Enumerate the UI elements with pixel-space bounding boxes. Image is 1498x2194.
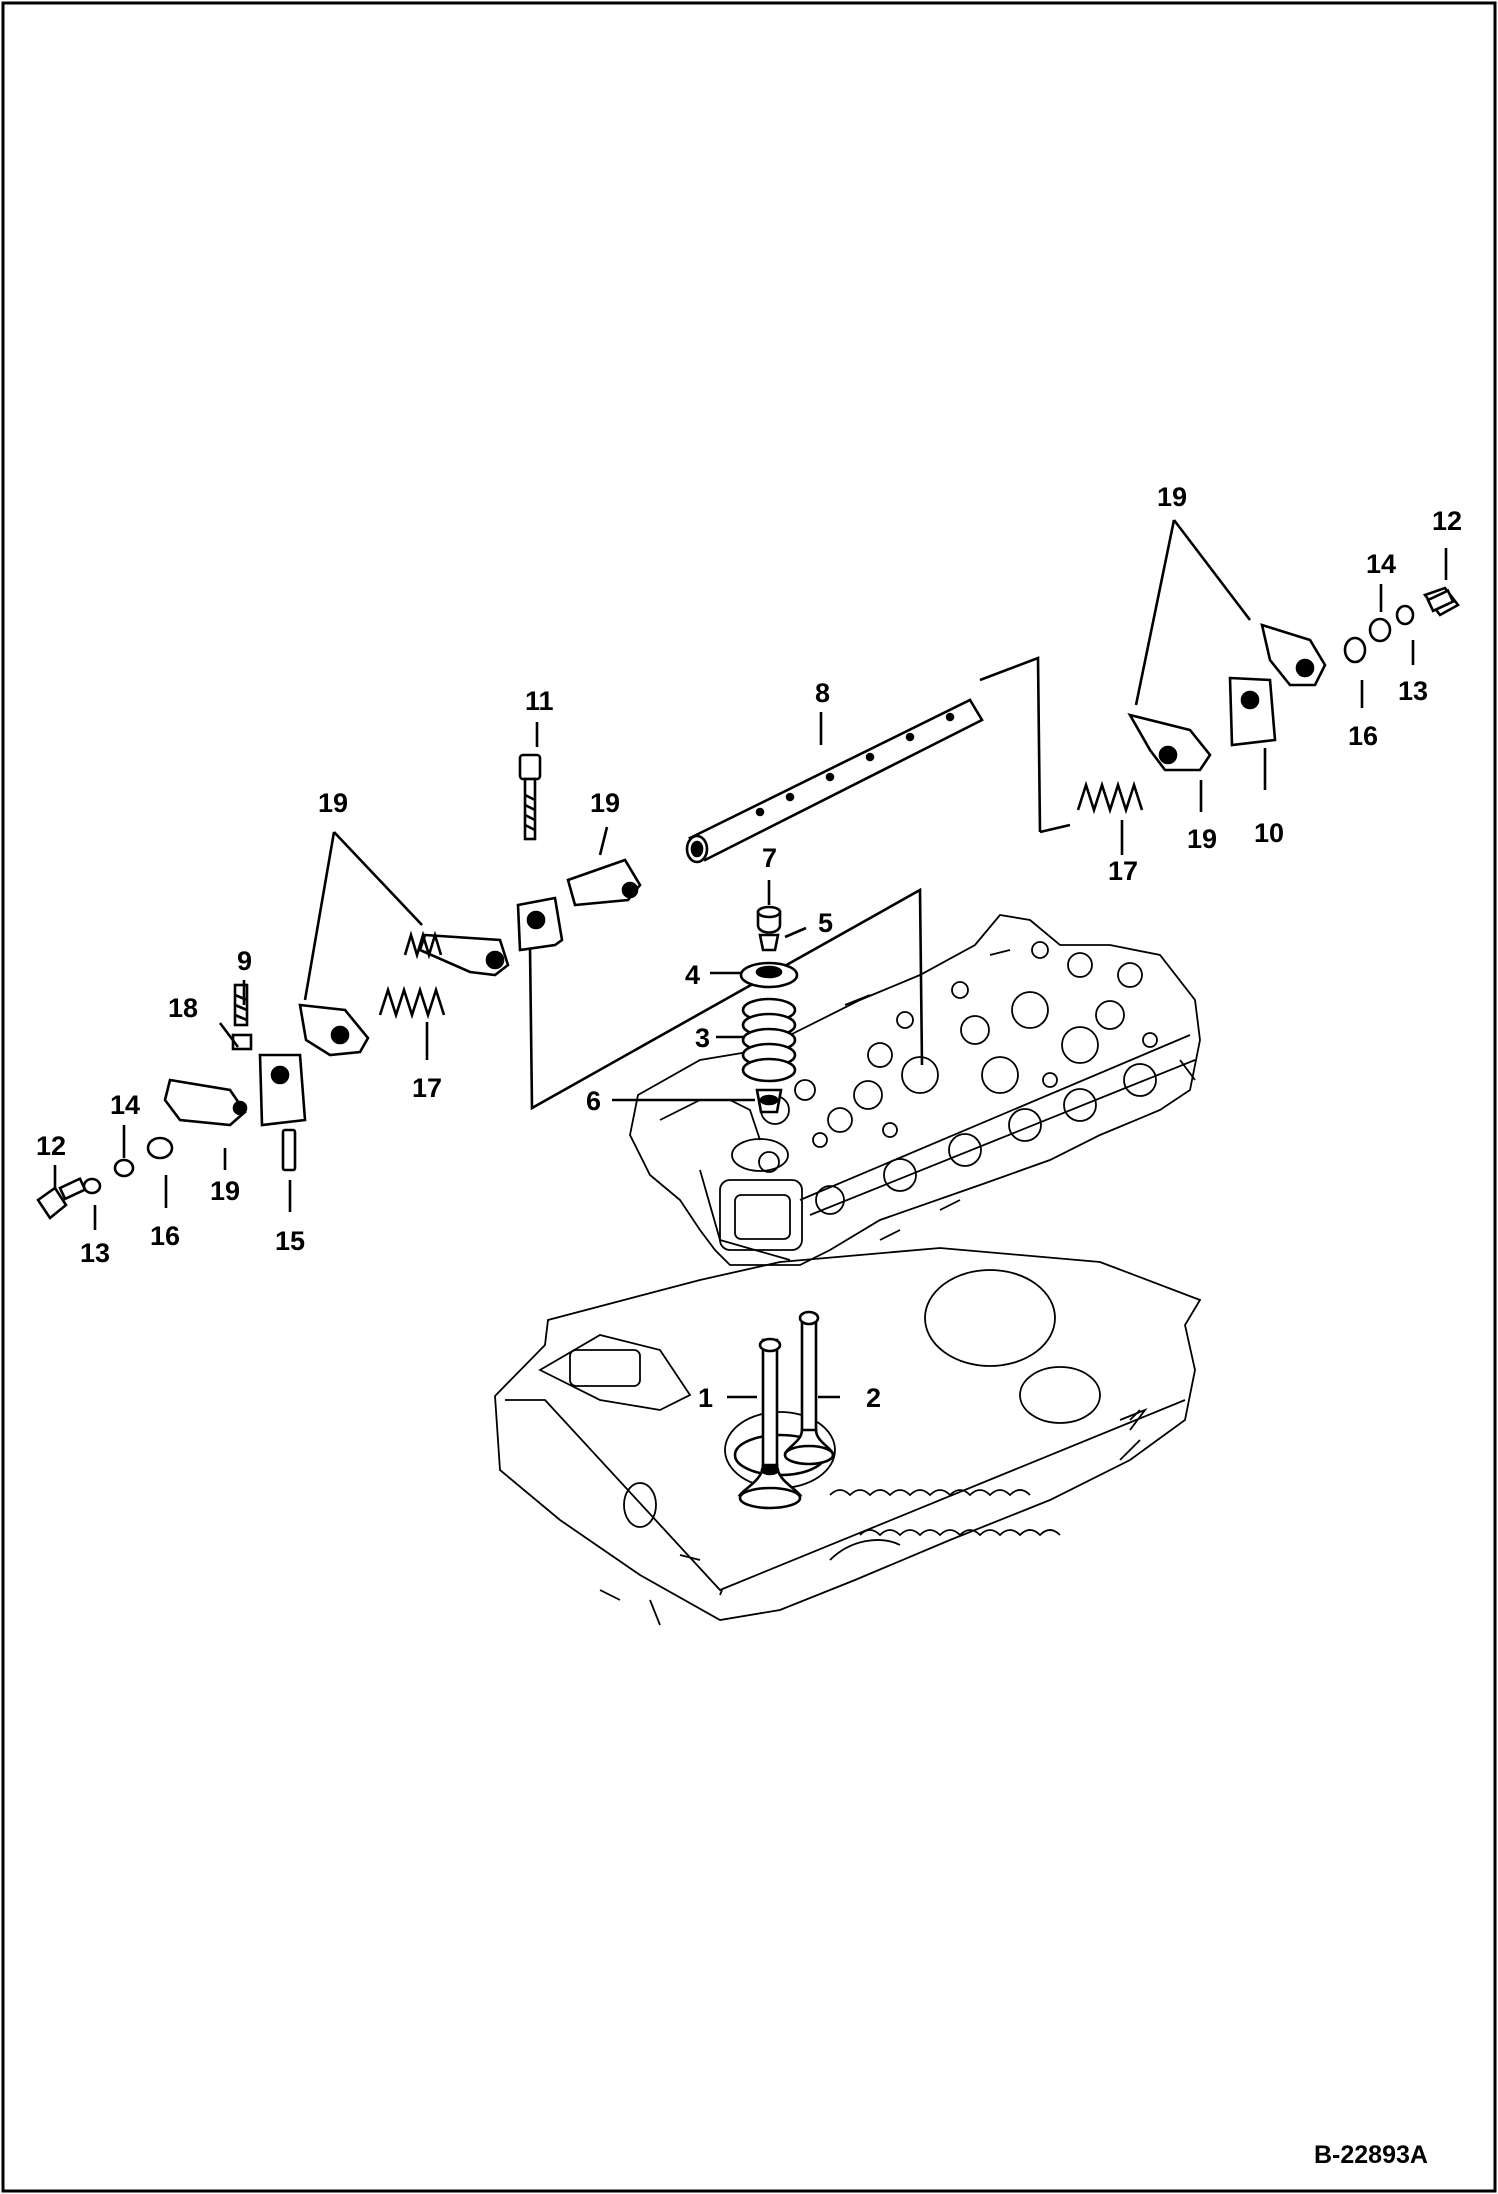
right-circlip <box>1343 636 1367 664</box>
right-rocker-spring <box>1076 780 1144 815</box>
figure-reference-code: B-22893A <box>1314 2141 1428 2169</box>
callout-3: 3 <box>695 1023 710 1053</box>
right-end-bolt <box>1422 586 1460 617</box>
leader-lines <box>53 519 1448 1399</box>
callout-2: 2 <box>866 1383 881 1413</box>
left-rocker-arm-center <box>163 1078 248 1127</box>
callout-12-left: 12 <box>36 1131 66 1161</box>
callout-15: 15 <box>275 1226 305 1256</box>
right-rocker-bracket <box>1228 676 1277 747</box>
left-spring-washer <box>113 1158 135 1178</box>
callout-14-right: 14 <box>1366 549 1396 579</box>
rocker-shaft <box>685 698 984 864</box>
callout-13-left: 13 <box>80 1238 110 1268</box>
valve-stem-seal <box>755 1088 783 1114</box>
callout-17-right: 17 <box>1108 856 1138 886</box>
left-rocker-arm-mid <box>418 933 510 977</box>
callout-6: 6 <box>586 1086 601 1116</box>
callout-19-left-bottom: 19 <box>210 1176 240 1206</box>
callout-8: 8 <box>815 678 830 708</box>
valve-spring-retainer <box>739 961 799 989</box>
valve-cap <box>756 905 782 934</box>
callout-19-left-pair: 19 <box>318 788 348 818</box>
left-end-bolt <box>36 1176 87 1220</box>
callout-13-right: 13 <box>1398 676 1428 706</box>
valve-intake <box>737 1337 803 1510</box>
callout-16-left: 16 <box>150 1221 180 1251</box>
callout-12-right: 12 <box>1432 506 1462 536</box>
right-rocker-arm-lower <box>1127 712 1212 772</box>
right-rocker-arm-upper <box>1260 623 1327 687</box>
left-circlip <box>82 1177 102 1195</box>
rocker-pin <box>281 1128 297 1172</box>
right-washer <box>1368 617 1392 643</box>
left-rocker-bracket-center <box>516 896 564 952</box>
callout-labels: 1 2 3 4 5 6 7 8 9 10 11 12 12 13 13 14 1… <box>36 482 1462 1413</box>
left-rocker-bracket-end <box>258 1053 307 1127</box>
callout-16-right: 16 <box>1348 721 1378 751</box>
left-rocker-arm-upper <box>566 858 642 907</box>
callout-10: 10 <box>1254 818 1284 848</box>
valve-seat-mark <box>758 1151 780 1173</box>
left-washer <box>146 1136 174 1160</box>
callout-19-right-pair: 19 <box>1157 482 1187 512</box>
right-spring-washer <box>1395 604 1415 626</box>
cylinder-block <box>494 1247 1202 1626</box>
valve-exhaust <box>783 1310 835 1466</box>
callout-5: 5 <box>818 908 833 938</box>
callout-17-left: 17 <box>412 1073 442 1103</box>
callout-19-right-bottom: 19 <box>1187 824 1217 854</box>
left-rocker-spring-a <box>378 985 446 1020</box>
callout-14-left: 14 <box>110 1090 140 1120</box>
assembly-guide-lines <box>528 656 1071 1111</box>
left-rocker-arm-lower <box>298 1003 370 1057</box>
valve-spring <box>741 997 797 1083</box>
left-rocker-spring-b <box>403 930 443 960</box>
callout-7: 7 <box>762 843 777 873</box>
callout-11: 11 <box>525 686 554 716</box>
bracket-bolt <box>518 753 542 841</box>
callout-1: 1 <box>698 1383 713 1413</box>
callout-18: 18 <box>168 993 198 1023</box>
callout-4: 4 <box>685 960 700 990</box>
callout-9: 9 <box>237 946 252 976</box>
cylinder-head <box>629 914 1201 1266</box>
valve-cotter <box>758 933 780 952</box>
callout-19-left-single: 19 <box>590 788 620 818</box>
